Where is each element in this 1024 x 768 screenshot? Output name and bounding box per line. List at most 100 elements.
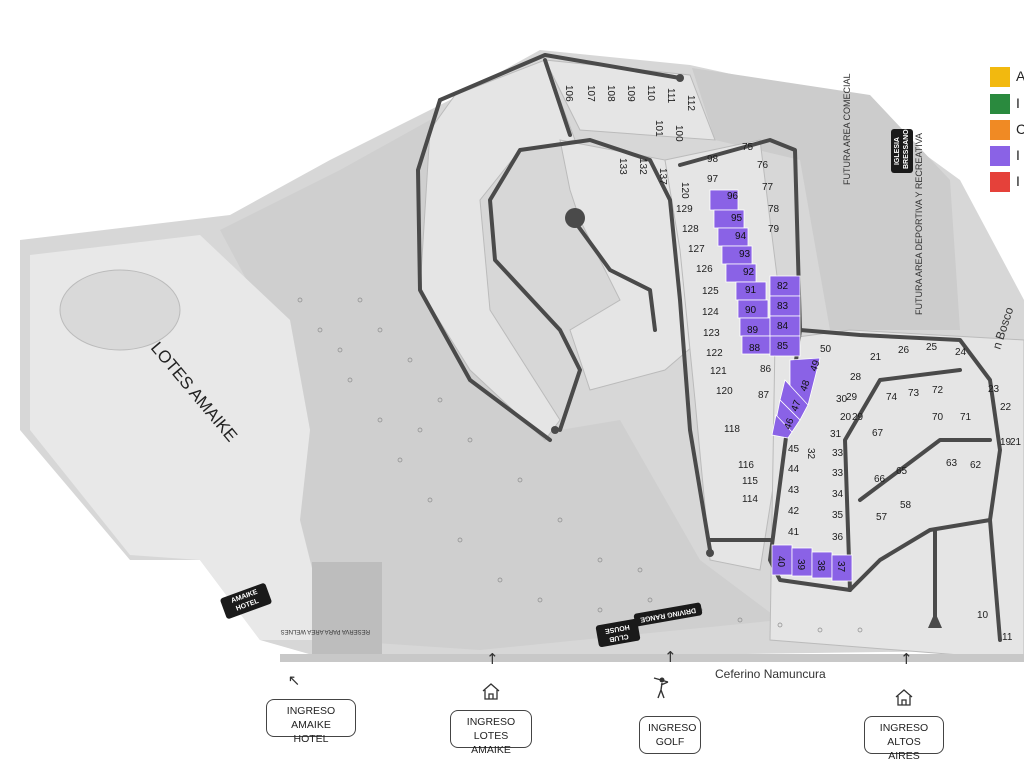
- futura-deportiva-label: FUTURA AREA DEPORTIVA Y RECREATIVA: [914, 133, 924, 315]
- svg-text:74: 74: [886, 392, 898, 403]
- svg-text:21: 21: [1010, 437, 1022, 448]
- svg-text:73: 73: [908, 388, 920, 399]
- svg-text:95: 95: [731, 213, 743, 224]
- house-icon-2: [894, 687, 914, 707]
- legend-label-2: I: [1016, 95, 1020, 111]
- svg-text:128: 128: [682, 224, 699, 235]
- svg-text:98: 98: [707, 154, 719, 165]
- svg-text:133: 133: [617, 158, 628, 175]
- svg-text:137: 137: [657, 168, 668, 185]
- svg-text:120: 120: [679, 182, 690, 199]
- svg-text:79: 79: [768, 224, 780, 235]
- svg-text:127: 127: [688, 244, 705, 255]
- svg-text:90: 90: [745, 305, 757, 316]
- svg-text:39: 39: [795, 559, 806, 571]
- svg-text:57: 57: [876, 512, 888, 523]
- svg-text:123: 123: [703, 328, 720, 339]
- svg-text:45: 45: [788, 444, 800, 455]
- golfer-icon: [651, 676, 673, 700]
- svg-text:24: 24: [955, 347, 967, 358]
- svg-text:34: 34: [832, 489, 844, 500]
- ingreso-altos-aires-label: INGRESO ALTOS AIRES: [879, 722, 929, 762]
- svg-text:36: 36: [832, 532, 844, 543]
- svg-text:21: 21: [870, 352, 882, 363]
- arrow-golf-icon: ↑: [664, 648, 677, 666]
- svg-text:71: 71: [960, 412, 972, 423]
- svg-text:93: 93: [739, 249, 751, 260]
- svg-text:63: 63: [946, 458, 958, 469]
- svg-text:107: 107: [585, 85, 596, 102]
- svg-text:26: 26: [898, 345, 910, 356]
- svg-text:91: 91: [745, 285, 757, 296]
- svg-text:86: 86: [760, 364, 772, 375]
- svg-text:29: 29: [846, 392, 858, 403]
- svg-text:50: 50: [820, 344, 832, 355]
- svg-text:97: 97: [707, 174, 719, 185]
- svg-text:106: 106: [563, 85, 574, 102]
- svg-text:77: 77: [762, 182, 774, 193]
- svg-text:89: 89: [747, 325, 759, 336]
- svg-text:109: 109: [625, 85, 636, 102]
- ingreso-lotes-amaike-button[interactable]: INGRESO LOTES AMAIKE: [450, 710, 532, 756]
- tree-dots: [297, 297, 863, 633]
- svg-text:94: 94: [735, 231, 747, 242]
- svg-text:49: 49: [808, 358, 822, 373]
- legend-label-4: I: [1016, 147, 1020, 163]
- futura-comercial-label: FUTURA AREA COMECIAL: [842, 73, 852, 185]
- svg-text:82: 82: [777, 281, 789, 292]
- svg-text:41: 41: [788, 527, 800, 538]
- svg-text:76: 76: [757, 160, 769, 171]
- gray-lot-labels: 106 107 108 109 110 111 112 101 100 133 …: [563, 85, 1022, 643]
- svg-text:62: 62: [970, 460, 982, 471]
- svg-text:33: 33: [832, 448, 844, 459]
- svg-text:43: 43: [788, 485, 800, 496]
- legend-label-3: C: [1016, 121, 1024, 137]
- svg-text:121: 121: [710, 366, 727, 377]
- svg-text:25: 25: [926, 342, 938, 353]
- svg-text:67: 67: [872, 428, 884, 439]
- svg-text:110: 110: [645, 85, 656, 101]
- svg-text:40: 40: [775, 556, 786, 568]
- svg-text:20: 20: [840, 412, 852, 423]
- svg-text:88: 88: [749, 343, 761, 354]
- svg-text:65: 65: [896, 466, 908, 477]
- ingreso-golf-button[interactable]: INGRESO GOLF: [639, 716, 701, 754]
- ingreso-amaike-hotel-button[interactable]: INGRESO AMAIKE HOTEL: [266, 699, 356, 745]
- highlighted-lots: [709, 189, 853, 582]
- house-icon: [481, 681, 501, 701]
- ingreso-amaike-hotel-label: INGRESO AMAIKE HOTEL: [286, 705, 336, 745]
- svg-text:92: 92: [743, 267, 755, 278]
- svg-text:29: 29: [852, 412, 864, 423]
- svg-text:120: 120: [716, 386, 733, 397]
- svg-text:132: 132: [637, 158, 648, 175]
- svg-text:112: 112: [685, 95, 696, 111]
- legend-swatch-4: [990, 146, 1010, 166]
- ingreso-altos-aires-button[interactable]: INGRESO ALTOS AIRES: [864, 716, 944, 762]
- svg-text:28: 28: [850, 372, 862, 383]
- svg-text:31: 31: [830, 429, 842, 440]
- svg-text:72: 72: [932, 385, 944, 396]
- svg-text:124: 124: [702, 307, 719, 318]
- svg-text:118: 118: [724, 424, 740, 435]
- legend-swatch-3: [990, 120, 1010, 140]
- street-label: Ceferino Namuncura: [715, 667, 826, 681]
- svg-text:42: 42: [788, 506, 800, 517]
- svg-text:115: 115: [742, 476, 758, 487]
- svg-text:22: 22: [1000, 402, 1012, 413]
- svg-text:48: 48: [798, 378, 812, 393]
- svg-text:111: 111: [665, 88, 676, 104]
- svg-text:38: 38: [815, 560, 826, 572]
- svg-text:84: 84: [777, 321, 789, 332]
- legend-swatch-5: [990, 172, 1010, 192]
- svg-text:129: 129: [676, 204, 693, 215]
- highlighted-lot-labels: 96 95 94 93 92 91 90 89 88 82 83 84 85 4…: [727, 191, 846, 573]
- svg-text:66: 66: [874, 474, 886, 485]
- svg-text:70: 70: [932, 412, 944, 423]
- svg-text:78: 78: [768, 204, 780, 215]
- svg-text:37: 37: [835, 561, 846, 573]
- iglesia-badge: IGLESIA BRESSANO: [891, 129, 913, 173]
- arrow-lotes-amaike-icon: ↑: [486, 650, 499, 668]
- svg-text:46: 46: [782, 416, 796, 431]
- ingreso-lotes-amaike-label: INGRESO LOTES AMAIKE: [466, 716, 516, 756]
